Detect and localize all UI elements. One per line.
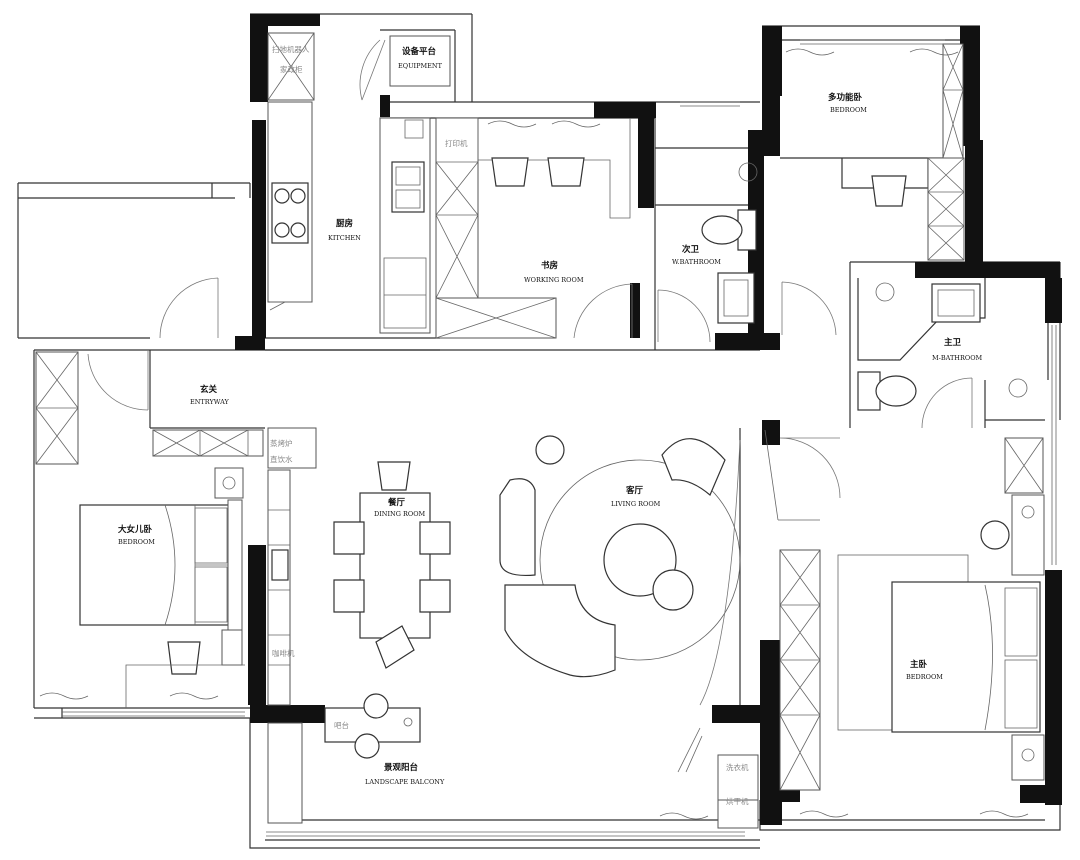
landscape-balcony: 吧台 景观阳台 LANDSCAPE BALCONY 洗衣机 烘干机 (267, 439, 759, 829)
laundry-label-1: 洗衣机 (726, 762, 749, 772)
working-room-label-zh: 书房 (541, 260, 558, 271)
working-room: 打印机 书房 WORKING ROOM (435, 117, 633, 339)
steam-oven-label-2: 直饮水 (270, 454, 293, 464)
desk-chair (491, 157, 529, 187)
steam-oven-label-1: 蒸烤炉 (270, 438, 293, 448)
robot-cabinet: 扫地机器人 家政柜 (267, 32, 315, 101)
chair (419, 521, 451, 555)
kids-bedroom: 大女儿卧 BEDROOM (35, 351, 245, 708)
living-room: 客厅 LIVING ROOM (499, 435, 741, 678)
w-bath-label-en: W.BATHROOM (672, 258, 721, 266)
multi-bedroom-label-zh: 多功能卧 (828, 92, 863, 103)
multi-bedroom: 多功能卧 BEDROOM (780, 43, 965, 336)
dining-label-en: DINING ROOM (374, 510, 426, 518)
kids-bedroom-label-zh: 大女儿卧 (118, 524, 153, 535)
master-label-zh: 主卧 (910, 659, 928, 670)
structural-walls (235, 14, 1062, 825)
equipment-platform: 设备平台 EQUIPMENT (359, 35, 451, 101)
chair (419, 579, 451, 613)
chair (377, 461, 411, 491)
shower-icon (738, 162, 758, 182)
rug (539, 459, 741, 661)
coffee-label: 咖啡机 (272, 648, 295, 658)
bed (891, 581, 1041, 733)
w-bath-label-zh: 次卫 (682, 244, 700, 255)
chair (333, 521, 365, 555)
multi-bedroom-label-en: BEDROOM (830, 106, 867, 114)
laundry-label-2: 烘干机 (726, 796, 749, 806)
kids-bedroom-label-en: BEDROOM (118, 538, 155, 546)
m-bath-label-en: M-BATHROOM (932, 354, 983, 362)
printer-label: 打印机 (445, 138, 468, 148)
equipment-label-zh: 设备平台 (402, 46, 437, 57)
dining-label-zh: 餐厅 (387, 497, 406, 508)
entryway-label-en: ENTRYWAY (190, 398, 230, 406)
chair (333, 579, 365, 613)
kitchen-label-en: KITCHEN (328, 234, 361, 242)
chair (871, 175, 907, 207)
equipment-label-en: EQUIPMENT (398, 62, 443, 70)
sofa (504, 584, 616, 678)
living-label-zh: 客厅 (625, 485, 644, 496)
chair (375, 625, 415, 669)
dining-table (359, 492, 431, 639)
desk-chair (547, 157, 585, 187)
dining-room: 餐厅 DINING ROOM (333, 461, 451, 669)
master-bedroom: 主卧 BEDROOM (764, 429, 1045, 818)
m-bathroom: 主卫 M-BATHROOM (857, 278, 1028, 429)
sofa (499, 478, 536, 577)
working-room-label-en: WORKING ROOM (524, 276, 584, 284)
balcony-label-en: LANDSCAPE BALCONY (365, 778, 445, 786)
living-label-en: LIVING ROOM (611, 500, 661, 508)
robot-label-1: 扫地机器人 (272, 44, 310, 54)
master-label-en: BEDROOM (906, 673, 943, 681)
balcony-label-zh: 景观阳台 (384, 762, 419, 773)
entryway-label-zh: 玄关 (200, 384, 218, 395)
armchair (661, 438, 726, 496)
windows (62, 39, 1057, 837)
chair (167, 641, 201, 675)
robot-label-2: 家政柜 (280, 64, 303, 74)
kitchen-label-zh: 厨房 (336, 218, 353, 229)
w-bathroom: 次卫 W.BATHROOM (654, 118, 758, 350)
shower-icon (1008, 378, 1028, 398)
shower-icon (875, 282, 895, 302)
kitchen: 厨房 KITCHEN (267, 101, 431, 334)
appliance-column: 蒸烤炉 直饮水 咖啡机 (267, 427, 317, 706)
m-bath-label-zh: 主卫 (944, 337, 962, 348)
bar-label: 吧台 (334, 720, 349, 730)
entryway: 玄关 ENTRYWAY (87, 277, 264, 457)
